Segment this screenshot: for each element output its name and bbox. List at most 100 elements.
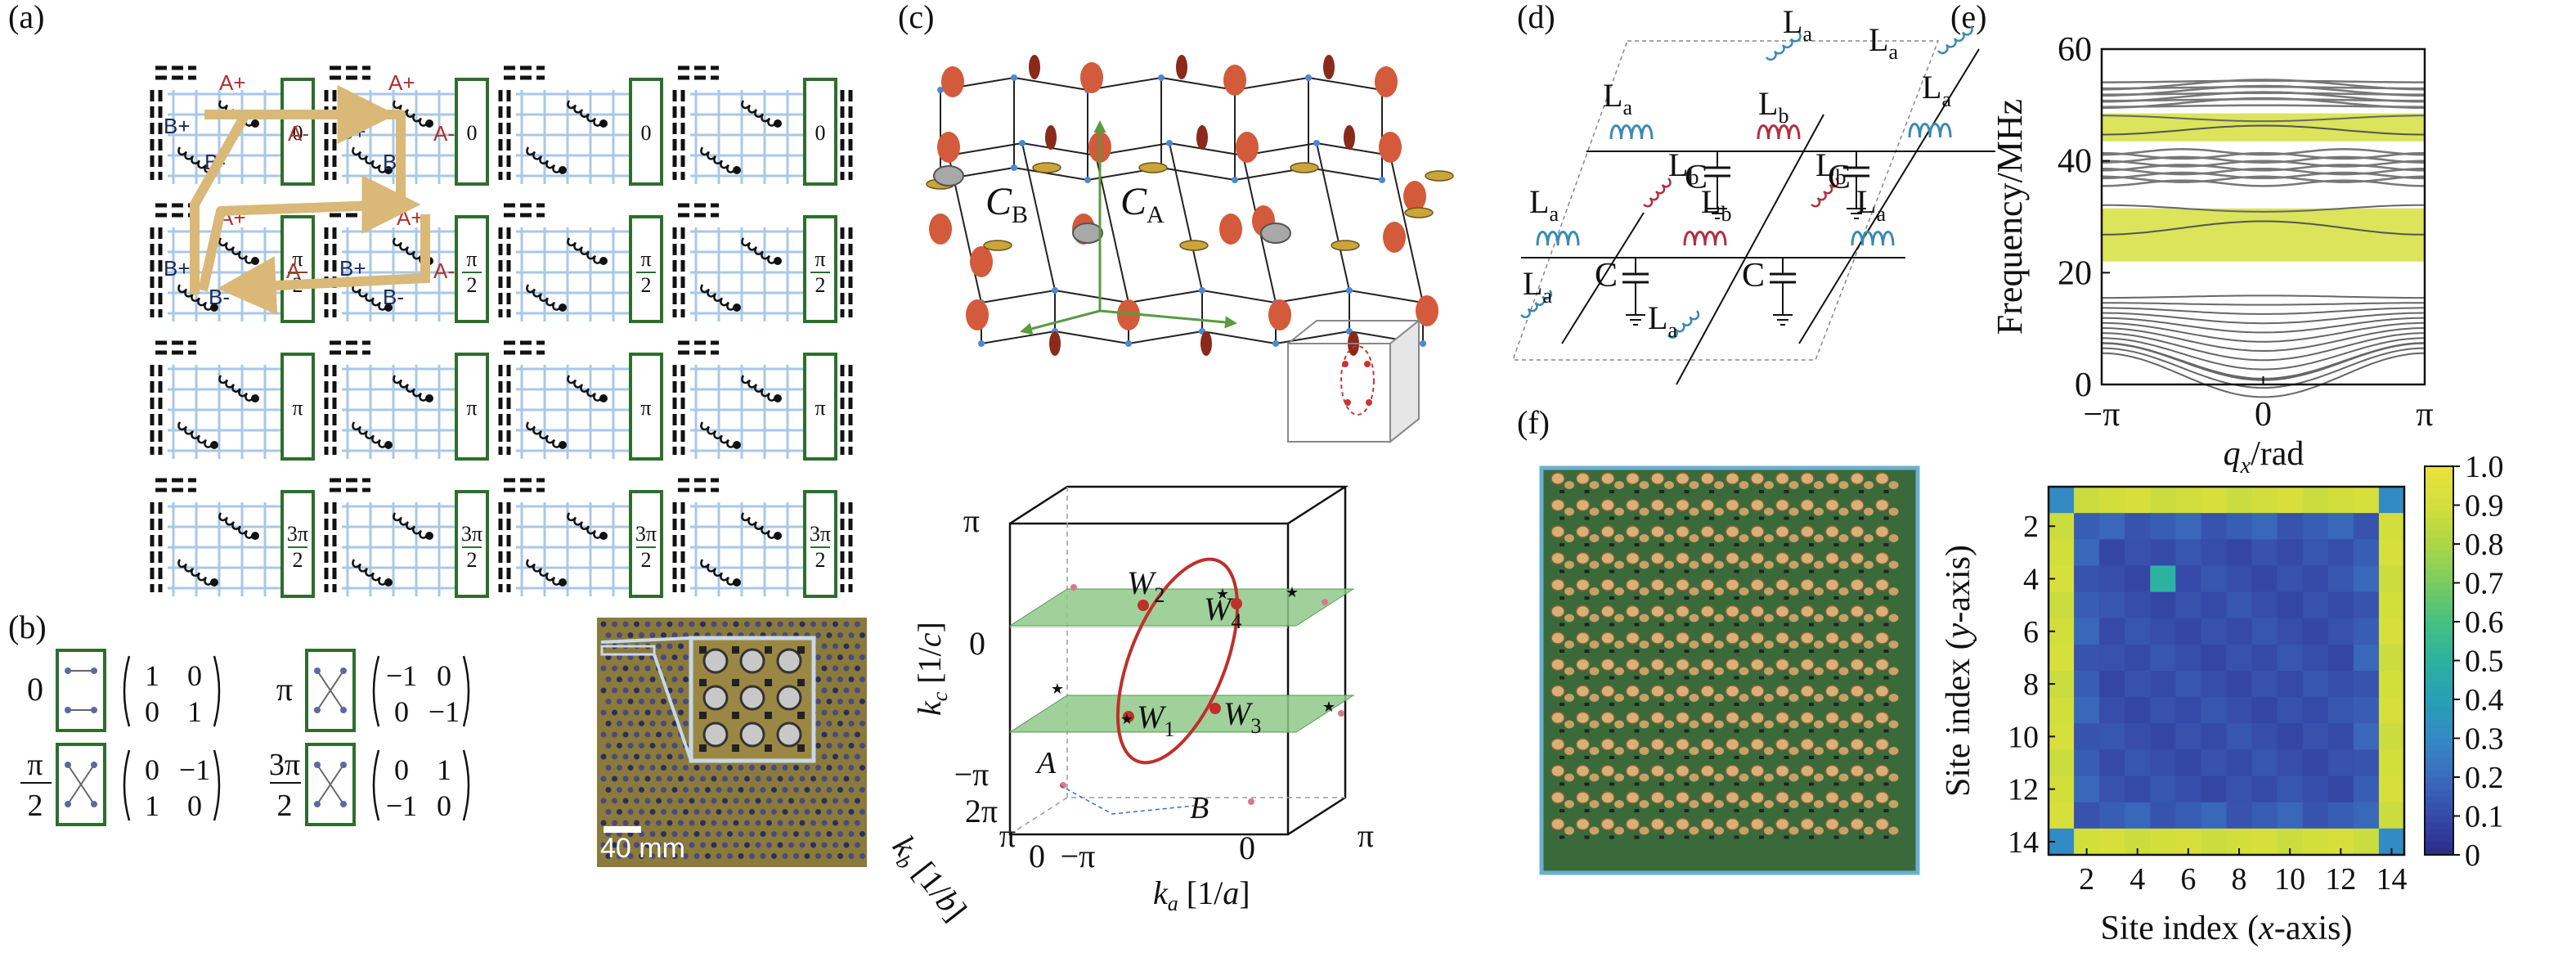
heatmap-cell bbox=[2353, 723, 2380, 750]
smd-pad bbox=[1584, 756, 1590, 759]
inductor-component bbox=[1700, 738, 1715, 751]
component-dot bbox=[760, 853, 766, 859]
inductor-component bbox=[1874, 685, 1890, 698]
smd-pad bbox=[1609, 543, 1614, 546]
smd-pad bbox=[1634, 596, 1640, 600]
phase-shifter-box bbox=[803, 490, 837, 598]
smd-pad bbox=[1859, 835, 1864, 839]
smd-pad bbox=[1734, 569, 1739, 573]
inductor-component bbox=[1814, 720, 1824, 729]
heatmap-cell bbox=[2175, 539, 2201, 566]
coupler-element bbox=[1045, 125, 1057, 150]
component-dot bbox=[634, 798, 640, 804]
phase-label: 3π bbox=[269, 748, 300, 782]
component-dot bbox=[639, 699, 644, 704]
component-dot bbox=[644, 842, 651, 848]
component-dot bbox=[738, 831, 744, 837]
inductor-component bbox=[1650, 738, 1665, 751]
inductor-component bbox=[1788, 560, 1799, 569]
smd-pad bbox=[1809, 623, 1814, 627]
heatmap-cell bbox=[2277, 513, 2304, 540]
inductor-component bbox=[1575, 764, 1591, 778]
inductor-component bbox=[1824, 817, 1840, 831]
heatmap-cell bbox=[2327, 697, 2354, 724]
component-dot bbox=[855, 709, 860, 716]
component-dot bbox=[617, 765, 622, 771]
inductor-component bbox=[1714, 773, 1724, 782]
component-dot bbox=[821, 709, 828, 716]
x-axis-label: qx/rad bbox=[2224, 435, 2304, 479]
inductor-component bbox=[1600, 791, 1615, 804]
phase-shifter-box bbox=[455, 353, 489, 461]
inductor-component bbox=[1888, 507, 1899, 516]
inductor-component bbox=[1551, 551, 1565, 565]
component-dot bbox=[683, 699, 689, 704]
inductor-component bbox=[1864, 694, 1874, 702]
heatmap-cell bbox=[2150, 644, 2176, 672]
inductor-coil bbox=[1683, 231, 1727, 246]
component-dot bbox=[832, 621, 838, 627]
inductor-coil bbox=[218, 237, 255, 264]
inductor-component bbox=[1564, 641, 1574, 649]
component-dot bbox=[815, 721, 821, 726]
heatmap-cell bbox=[2378, 697, 2405, 724]
component-dot bbox=[711, 820, 717, 826]
colorbar-segment bbox=[2425, 680, 2453, 687]
inductor-component bbox=[1589, 800, 1600, 808]
inductor-component bbox=[1639, 800, 1649, 808]
inductor-component bbox=[1664, 534, 1674, 542]
component-dot bbox=[755, 621, 761, 627]
inductor-component bbox=[1750, 817, 1765, 831]
smd-pad bbox=[1883, 782, 1889, 786]
component-dot bbox=[749, 853, 755, 859]
smd-pad bbox=[1609, 569, 1614, 573]
inductor-component bbox=[1775, 551, 1790, 565]
node-dot bbox=[384, 441, 393, 449]
phase-label: π bbox=[466, 247, 477, 271]
component-dot bbox=[782, 809, 788, 815]
inductor-component bbox=[1564, 534, 1574, 542]
smd-pad bbox=[1684, 809, 1690, 812]
component-dot bbox=[855, 820, 860, 826]
y-tick-label: π bbox=[963, 502, 980, 539]
component-dot bbox=[810, 775, 816, 782]
inductor-component bbox=[1664, 614, 1674, 623]
component-dot bbox=[605, 699, 612, 704]
inductor-component bbox=[1739, 720, 1749, 729]
y-tick-label: 20 bbox=[2058, 254, 2092, 292]
component-dot bbox=[749, 765, 755, 771]
heatmap-cell bbox=[2150, 618, 2176, 645]
inductor-component bbox=[1838, 826, 1849, 835]
point-label-b: B bbox=[1190, 791, 1209, 825]
component-dot bbox=[605, 787, 612, 793]
inductor-component bbox=[1824, 605, 1840, 618]
heatmap-cell bbox=[2074, 591, 2100, 619]
inset-component bbox=[739, 721, 765, 748]
node-dot bbox=[774, 394, 782, 402]
y-tick-label: 14 bbox=[2008, 825, 2039, 860]
inductor-component bbox=[1639, 507, 1649, 516]
component-dot bbox=[749, 787, 755, 793]
inductor-component bbox=[1838, 587, 1849, 596]
heatmap-cell bbox=[2277, 697, 2304, 724]
gap-highlight bbox=[2102, 208, 2425, 262]
coupler-element bbox=[1049, 331, 1061, 356]
phase-label: 2 bbox=[467, 273, 478, 297]
lattice-edge bbox=[1128, 290, 1203, 303]
component-dot bbox=[848, 787, 855, 793]
star-marker: ★ bbox=[1051, 681, 1064, 697]
inductor-component bbox=[1800, 658, 1815, 672]
smd-pad bbox=[1684, 516, 1690, 520]
component-dot bbox=[689, 621, 695, 627]
inductor-component bbox=[1650, 551, 1665, 565]
component-dot bbox=[832, 820, 838, 826]
coupler-element bbox=[1200, 331, 1212, 356]
inductor-component bbox=[1664, 481, 1674, 489]
colorbar-segment bbox=[2425, 576, 2453, 584]
inductor-component bbox=[1739, 826, 1749, 835]
inductor-component bbox=[1675, 738, 1690, 751]
component-dot bbox=[600, 842, 607, 848]
component-dot bbox=[644, 820, 651, 826]
